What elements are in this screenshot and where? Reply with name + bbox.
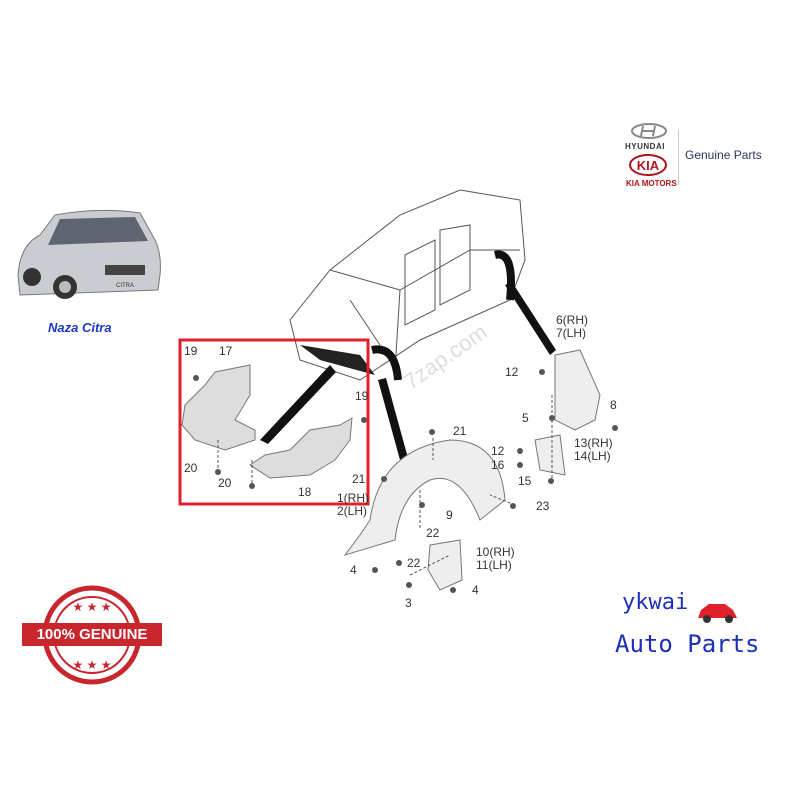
- leader-rear-guard: [505, 282, 556, 355]
- callout-6-rh: 6(RH): [556, 313, 588, 327]
- car-badge-text: CITRA: [116, 283, 134, 289]
- callout-8: 8: [610, 398, 617, 412]
- callout-5: 5: [522, 411, 529, 425]
- hyundai-text: HYUNDAI: [625, 142, 665, 151]
- part-13-rear-mud-guard: [534, 434, 566, 476]
- callout-14-lh: 14(LH): [574, 449, 611, 463]
- callout-21: 21: [352, 472, 366, 486]
- callout-16: 16: [491, 458, 505, 472]
- callout-19: 19: [355, 389, 369, 403]
- callout-18: 18: [298, 485, 312, 499]
- callout-3: 3: [405, 596, 412, 610]
- callout-7-lh: 7(LH): [556, 326, 587, 340]
- divider: [678, 130, 679, 185]
- genuine-badge: ★ ★ ★ ★ ★ ★ 100% GENUINE: [22, 585, 162, 685]
- kia-logo-icon: KIA: [629, 154, 667, 176]
- callout-23: 23: [536, 499, 550, 513]
- seller-logo: ykwai Auto Parts: [600, 585, 790, 675]
- hyundai-kia-genuine-parts-logo: HYUNDAI KIA KIA MOTORS Genuine Parts: [600, 123, 780, 188]
- callout-12: 12: [505, 365, 519, 379]
- genuine-badge-text: 100% GENUINE: [22, 623, 162, 646]
- callout-20: 20: [184, 461, 198, 475]
- rear-wheel-arch: [494, 250, 515, 301]
- callout-19: 19: [184, 344, 198, 358]
- callout-4: 4: [350, 563, 357, 577]
- callout-2-lh: 2(LH): [337, 504, 368, 518]
- seller-tagline: Auto Parts: [615, 630, 760, 658]
- fasteners: [193, 369, 618, 593]
- callout-15: 15: [518, 474, 532, 488]
- car-icon: [698, 604, 737, 623]
- callout-17: 17: [219, 344, 233, 358]
- part-10-mud-guard: [427, 539, 463, 591]
- leader-undercover: [260, 365, 336, 444]
- hyundai-logo-icon: [631, 123, 667, 139]
- highlight-box: [178, 338, 370, 506]
- leader-front-guard: [378, 378, 408, 460]
- fastener-dashes: [217, 395, 553, 576]
- kia-motors-text: KIA MOTORS: [626, 179, 677, 188]
- part-6-rear-wheel-guard: [554, 349, 601, 431]
- callout-11-lh: 11(LH): [476, 558, 512, 572]
- front-bumper: [300, 345, 375, 375]
- callout-4: 4: [472, 583, 479, 597]
- callout-20: 20: [218, 476, 232, 490]
- front-wheel-arch: [371, 345, 402, 381]
- callout-22: 22: [426, 526, 440, 540]
- part-1-front-wheel-guard: [343, 439, 506, 556]
- callout-1-rh: 1(RH): [337, 491, 369, 505]
- part-17-undercover-front: [181, 364, 256, 451]
- callout-12: 12: [491, 444, 505, 458]
- callout-13-rh: 13(RH): [574, 436, 613, 450]
- svg-text:★ ★ ★: ★ ★ ★: [73, 600, 112, 614]
- callout-22: 22: [407, 556, 421, 570]
- callout-10-rh: 10(RH): [476, 545, 515, 559]
- callout-9: 9: [446, 508, 453, 522]
- svg-text:★ ★ ★: ★ ★ ★: [73, 658, 112, 672]
- genuine-parts-text: Genuine Parts: [685, 148, 762, 162]
- car-model-label: Naza Citra: [48, 320, 112, 335]
- callout-21: 21: [453, 424, 467, 438]
- car-photo: CITRA: [17, 209, 161, 299]
- part-18-undercover-rear: [249, 417, 353, 479]
- svg-text:KIA: KIA: [637, 158, 660, 173]
- seller-name: ykwai: [622, 590, 689, 615]
